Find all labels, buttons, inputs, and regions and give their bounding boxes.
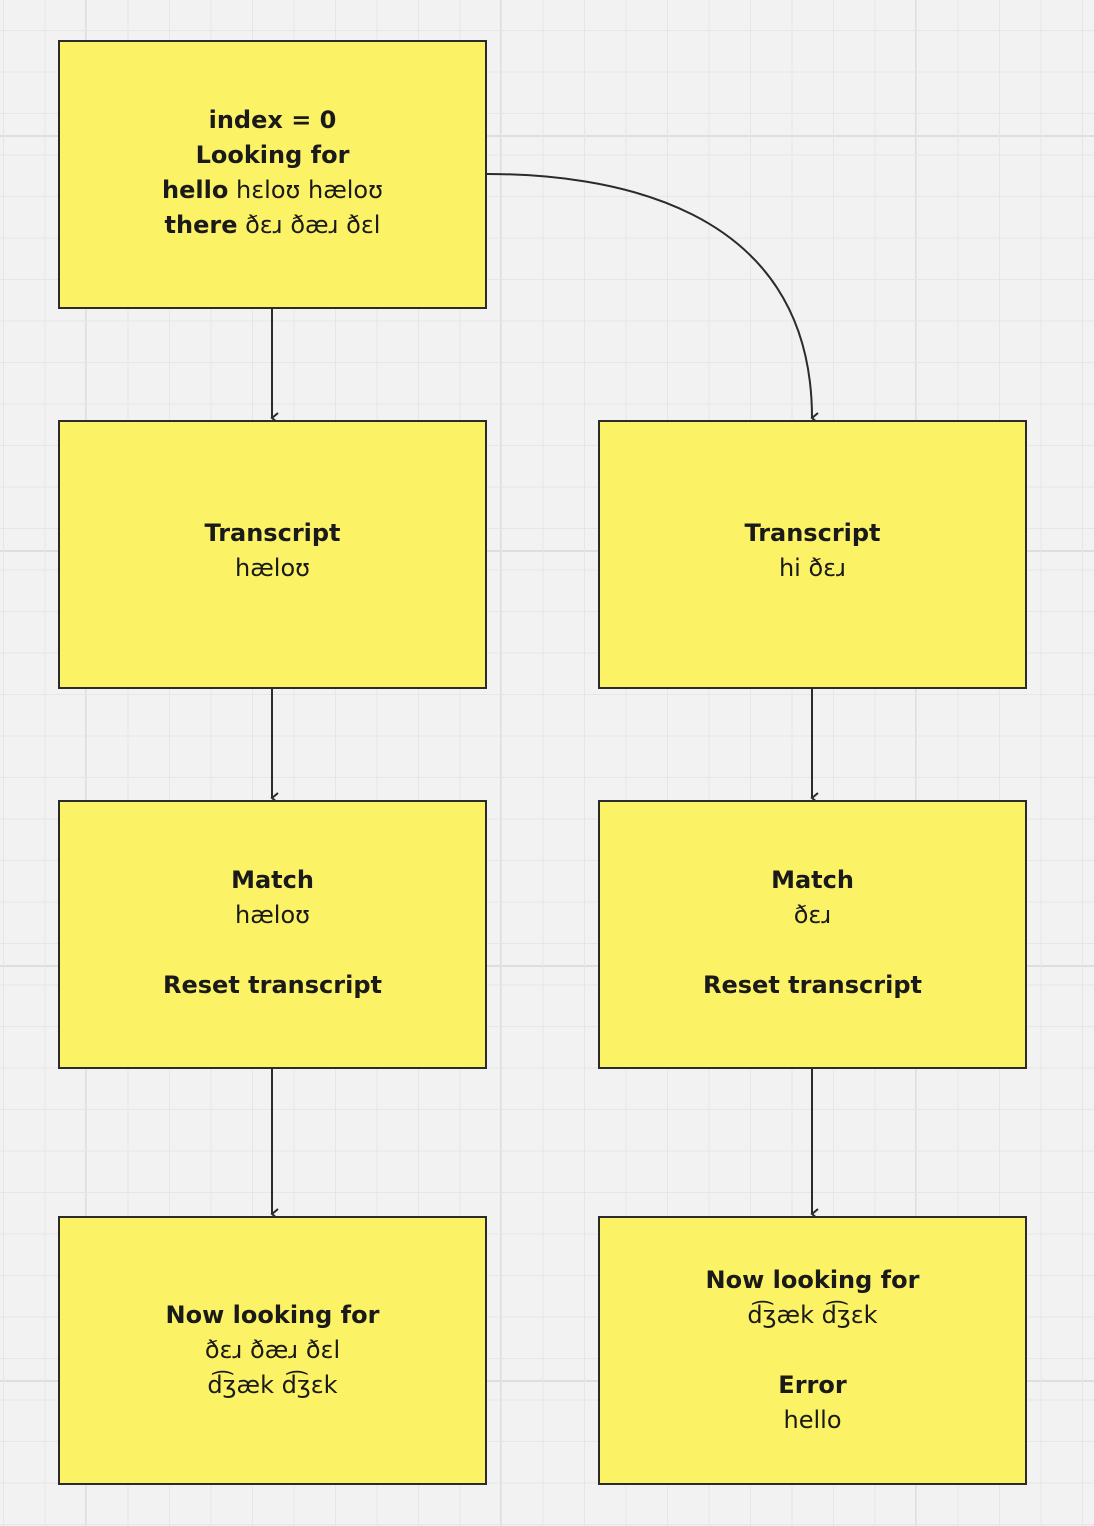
error-title: Error <box>778 1368 846 1403</box>
sticky-note-transcript-b[interactable]: Transcript hi ðɛɹ <box>598 420 1027 689</box>
note-title: Match <box>231 863 314 898</box>
index-label: index = 0 <box>208 105 337 134</box>
note-title: Now looking for <box>706 1263 920 1298</box>
reset-label: Reset transcript <box>163 970 382 999</box>
sticky-note-match-b[interactable]: Match ðɛɹ Reset transcript <box>598 800 1027 1069</box>
sticky-note-match-a[interactable]: Match hæloʊ Reset transcript <box>58 800 487 1069</box>
note-action: Reset transcript <box>163 968 382 1003</box>
hello-pronunciations: hɛloʊ hæloʊ <box>228 175 383 204</box>
sticky-note-start[interactable]: index = 0 Looking for hello hɛloʊ hæloʊ … <box>58 40 487 309</box>
note-action: Reset transcript <box>703 968 922 1003</box>
note-text: ðɛɹ <box>793 900 832 929</box>
sticky-note-next-a[interactable]: Now looking for ðɛɹ ðæɹ ðɛl d͡ʒæk d͡ʒɛk <box>58 1216 487 1485</box>
connector-start-to-transcript-b[interactable] <box>486 173 819 424</box>
note-title: Transcript <box>744 516 880 551</box>
note-line: index = 0 <box>209 103 337 138</box>
note-title: Now looking for <box>166 1298 380 1333</box>
match-title: Match <box>771 865 854 894</box>
transcript-title: Transcript <box>744 518 881 547</box>
word-hello: hello <box>162 175 229 204</box>
note-line: Looking for <box>196 138 350 173</box>
note-line: there ðɛɹ ðæɹ ðɛl <box>165 208 381 243</box>
note-line: hello hɛloʊ hæloʊ <box>162 173 383 208</box>
looking-for-label: Looking for <box>195 140 350 169</box>
transcript-title: Transcript <box>204 518 341 547</box>
note-text: hæloʊ <box>235 900 310 929</box>
note-text: d͡ʒæk d͡ʒɛk <box>747 1301 878 1329</box>
sticky-note-transcript-a[interactable]: Transcript hæloʊ <box>58 420 487 689</box>
there-pronunciations: ðɛɹ ðæɹ ðɛl <box>237 210 381 239</box>
now-looking-for-title: Now looking for <box>705 1266 920 1294</box>
note-title: Match <box>771 863 854 898</box>
sticky-note-next-b[interactable]: Now looking for d͡ʒæk d͡ʒɛk Error hello <box>598 1216 1027 1485</box>
note-text: d͡ʒæk d͡ʒɛk <box>207 1371 338 1399</box>
error-text: hello <box>783 1406 842 1434</box>
note-title: Transcript <box>204 516 340 551</box>
error-label: Error <box>778 1371 847 1399</box>
match-title: Match <box>231 865 314 894</box>
note-text: hi ðɛɹ <box>778 553 847 582</box>
now-looking-for-title: Now looking for <box>165 1301 380 1329</box>
note-text: ðɛɹ ðæɹ ðɛl <box>204 1336 341 1364</box>
note-text: hæloʊ <box>235 553 310 582</box>
word-there: there <box>164 210 238 239</box>
reset-label: Reset transcript <box>703 970 922 999</box>
